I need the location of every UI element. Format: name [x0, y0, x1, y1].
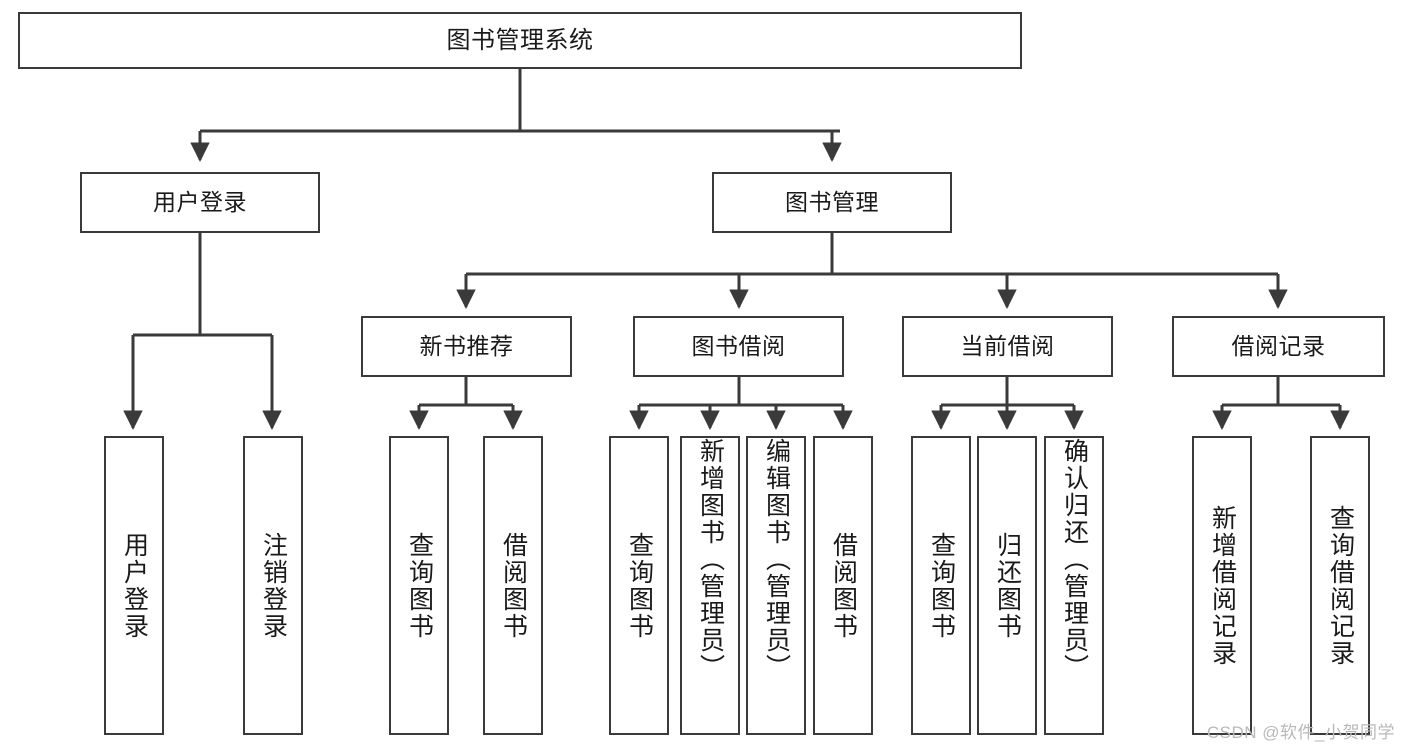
leaf-query-book-borrow[interactable]: 查询图书	[609, 436, 669, 735]
watermark-text: CSDN @软件_小贺同学	[1206, 723, 1395, 742]
node-label: 归还图书	[993, 531, 1022, 640]
leaf-return-book[interactable]: 归还图书	[977, 436, 1037, 735]
node-label: 图书管理	[785, 189, 879, 216]
node-label: 新增图书（管理员）	[696, 438, 725, 681]
leaf-edit-book[interactable]: 编辑图书（管理员）	[746, 436, 806, 735]
node-label: 用户登录	[153, 189, 247, 216]
node-label: 新书推荐	[419, 333, 514, 360]
leaf-user-login[interactable]: 用户登录	[104, 436, 164, 735]
leaf-add-book[interactable]: 新增图书（管理员）	[680, 436, 740, 735]
node-label: 借阅图书	[829, 531, 858, 640]
leaf-add-borrow-record[interactable]: 新增借阅记录	[1192, 436, 1252, 735]
node-user-login[interactable]: 用户登录	[80, 172, 320, 233]
node-label: 新增借阅记录	[1208, 504, 1237, 667]
node-current-borrow[interactable]: 当前借阅	[902, 316, 1113, 377]
node-label: 当前借阅	[960, 333, 1055, 360]
node-borrow-record[interactable]: 借阅记录	[1172, 316, 1385, 377]
node-label: 查询图书	[625, 531, 654, 640]
leaf-query-book-current[interactable]: 查询图书	[911, 436, 971, 735]
node-label: 查询图书	[927, 531, 956, 640]
node-label: 图书管理系统	[446, 26, 594, 54]
node-label: 注销登录	[259, 531, 288, 640]
node-new-book-recommend[interactable]: 新书推荐	[361, 316, 572, 377]
node-label: 编辑图书（管理员）	[762, 438, 791, 681]
leaf-borrow-book[interactable]: 借阅图书	[813, 436, 873, 735]
node-label: 查询图书	[405, 531, 434, 640]
node-label: 确认归还（管理员）	[1060, 438, 1089, 681]
node-label: 借阅记录	[1231, 333, 1326, 360]
node-label: 图书借阅	[691, 333, 786, 360]
leaf-borrow-book-recommend[interactable]: 借阅图书	[483, 436, 543, 735]
leaf-query-book-recommend[interactable]: 查询图书	[389, 436, 449, 735]
leaf-logout-login[interactable]: 注销登录	[243, 436, 303, 735]
leaf-confirm-return[interactable]: 确认归还（管理员）	[1044, 436, 1104, 735]
node-label: 用户登录	[120, 531, 149, 640]
node-book-management[interactable]: 图书管理	[712, 172, 952, 233]
node-label: 查询借阅记录	[1326, 504, 1355, 667]
node-root-system[interactable]: 图书管理系统	[18, 12, 1022, 69]
leaf-query-borrow-record[interactable]: 查询借阅记录	[1310, 436, 1370, 735]
node-book-borrow[interactable]: 图书借阅	[633, 316, 844, 377]
node-label: 借阅图书	[499, 531, 528, 640]
